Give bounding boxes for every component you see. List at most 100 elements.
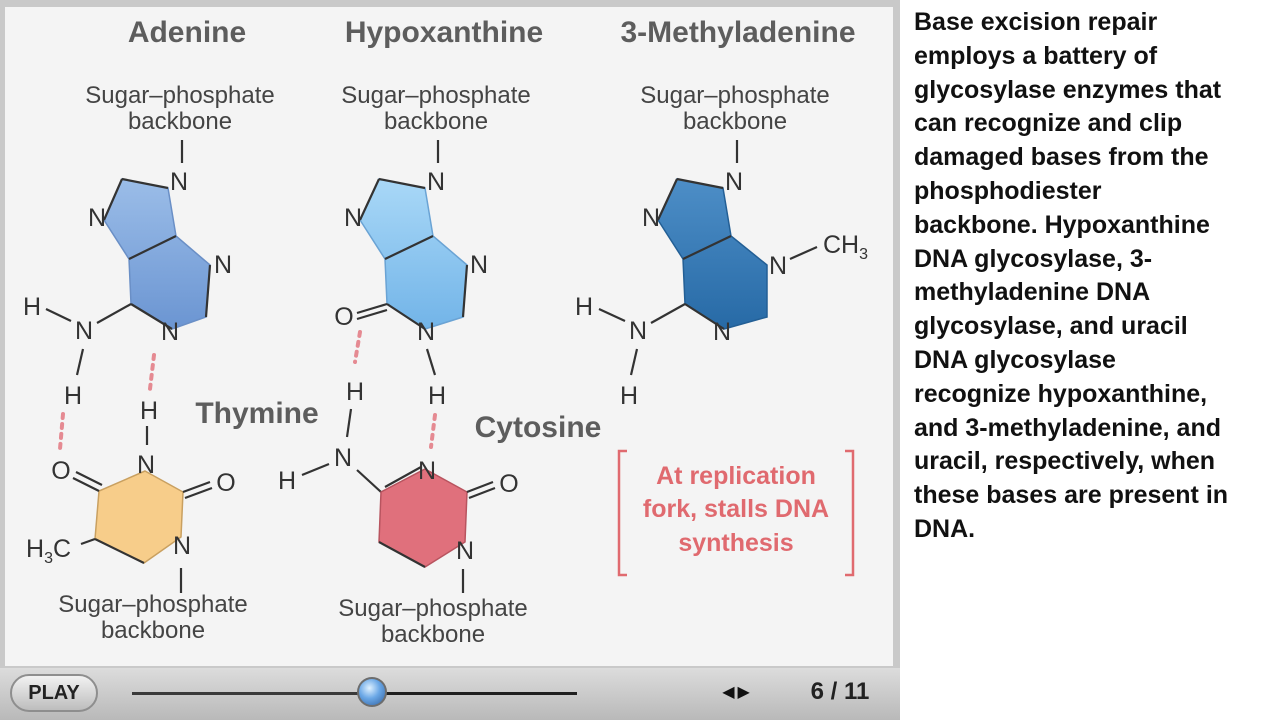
- svg-text:Sugar–phosphate: Sugar–phosphate: [58, 591, 248, 618]
- svg-text:H: H: [140, 397, 158, 425]
- svg-text:synthesis: synthesis: [678, 529, 793, 557]
- title-3-methyladenine: 3-Methyladenine: [620, 16, 855, 49]
- thymine-ring: [94, 470, 184, 564]
- player-controls: PLAY ◀ ▶ 6 / 11: [0, 668, 900, 720]
- svg-text:N: N: [214, 251, 232, 279]
- description-line: glycosylase enzymes that: [914, 75, 1222, 104]
- progress-slider-thumb[interactable]: [357, 677, 388, 707]
- methyladenine-ring: [657, 178, 768, 330]
- description-line: these bases are present in: [914, 481, 1229, 510]
- diagram-panel: Adenine Hypoxanthine 3-Methyladenine Sug…: [5, 7, 893, 666]
- methyladenine-structure: N N N N CH3 N H H: [575, 140, 868, 410]
- svg-text:Sugar–phosphate: Sugar–phosphate: [640, 82, 830, 109]
- svg-text:N: N: [334, 444, 352, 472]
- title-thymine: Thymine: [195, 397, 318, 430]
- svg-text:O: O: [499, 470, 518, 498]
- svg-text:fork, stalls DNA: fork, stalls DNA: [643, 495, 829, 523]
- note-bracket-left: [617, 449, 627, 577]
- svg-text:backbone: backbone: [683, 108, 787, 135]
- svg-text:H: H: [346, 378, 364, 406]
- progress-slider[interactable]: [132, 692, 577, 695]
- hydrogen-bond: [429, 413, 437, 449]
- description-line: methyladenine DNA: [914, 278, 1151, 307]
- replication-note: At replication fork, stalls DNA synthesi…: [617, 449, 855, 577]
- title-hypoxanthine: Hypoxanthine: [345, 16, 543, 49]
- page-counter: 6 / 11: [810, 678, 870, 705]
- adenine-ring: [103, 178, 211, 330]
- hypoxanthine-structure: N N N N O H: [334, 140, 488, 410]
- description-line: phosphodiester: [914, 176, 1102, 205]
- backbone-label-hypoxanthine: Sugar–phosphate backbone: [341, 82, 531, 135]
- description-line: DNA glycosylase: [914, 345, 1116, 374]
- description-line: can recognize and clip: [914, 109, 1183, 138]
- svg-text:N: N: [137, 451, 155, 479]
- svg-text:N: N: [170, 168, 188, 196]
- description-line: employs a battery of: [914, 41, 1158, 70]
- next-arrow-icon[interactable]: ▶: [737, 684, 750, 701]
- svg-text:N: N: [344, 204, 362, 232]
- thymine-structure: H N N O O H3C: [26, 397, 236, 593]
- title-adenine: Adenine: [128, 16, 246, 49]
- svg-text:H: H: [620, 382, 638, 410]
- svg-text:N: N: [417, 318, 435, 346]
- svg-text:N: N: [88, 204, 106, 232]
- description-line: damaged bases from the: [914, 143, 1209, 172]
- svg-text:backbone: backbone: [128, 108, 232, 135]
- description-line: and 3-methyladenine, and: [914, 413, 1222, 442]
- description-line: backbone. Hypoxanthine: [914, 210, 1210, 239]
- previous-arrow-icon[interactable]: ◀: [722, 684, 735, 701]
- slide-navigation: ◀ ▶: [716, 680, 756, 706]
- note-bracket-right: [845, 449, 855, 577]
- svg-text:backbone: backbone: [384, 108, 488, 135]
- backbone-label-3-methyladenine: Sugar–phosphate backbone: [640, 82, 830, 135]
- hydrogen-bond: [353, 330, 362, 364]
- svg-text:O: O: [216, 469, 235, 497]
- methyl-label-thymine: H3C: [26, 535, 71, 567]
- methyl-group-label: CH3: [823, 231, 868, 263]
- svg-text:N: N: [629, 317, 647, 345]
- description-line: glycosylase, and uracil: [914, 312, 1188, 341]
- backbone-label-thymine: Sugar–phosphate backbone: [58, 591, 248, 644]
- description-line: DNA.: [914, 514, 976, 543]
- svg-text:backbone: backbone: [381, 621, 485, 648]
- backbone-label-adenine: Sugar–phosphate backbone: [85, 82, 275, 135]
- svg-text:O: O: [51, 457, 70, 485]
- title-cytosine: Cytosine: [475, 411, 602, 444]
- hydrogen-bond: [148, 353, 156, 391]
- description-line: DNA glycosylase, 3-: [914, 244, 1153, 273]
- backbone-label-cytosine: Sugar–phosphate backbone: [338, 595, 528, 648]
- svg-text:Sugar–phosphate: Sugar–phosphate: [85, 82, 275, 109]
- hypoxanthine-ring: [359, 178, 468, 330]
- svg-text:H: H: [64, 382, 82, 410]
- animation-stage: Adenine Hypoxanthine 3-Methyladenine Sug…: [0, 0, 900, 720]
- svg-text:N: N: [470, 251, 488, 279]
- svg-text:N: N: [427, 168, 445, 196]
- svg-text:N: N: [642, 204, 660, 232]
- svg-text:N: N: [161, 318, 179, 346]
- svg-text:N: N: [418, 457, 436, 485]
- svg-text:H: H: [575, 293, 593, 321]
- description-line: Base excision repair: [914, 8, 1158, 36]
- play-button[interactable]: PLAY: [10, 674, 98, 712]
- svg-text:H: H: [278, 467, 296, 495]
- svg-text:N: N: [725, 168, 743, 196]
- cytosine-structure: H N H N N O: [278, 378, 519, 593]
- svg-text:N: N: [173, 532, 191, 560]
- svg-text:N: N: [75, 317, 93, 345]
- svg-text:N: N: [456, 537, 474, 565]
- base-pairing-diagram: Adenine Hypoxanthine 3-Methyladenine Sug…: [23, 16, 868, 648]
- description-line: recognize hypoxanthine,: [914, 379, 1208, 408]
- svg-text:N: N: [713, 318, 731, 346]
- hydrogen-bond: [58, 412, 65, 451]
- svg-text:At replication: At replication: [656, 462, 816, 490]
- svg-text:O: O: [334, 303, 353, 331]
- description-text: Base excision repair employs a battery of…: [914, 6, 1270, 547]
- svg-text:Sugar–phosphate: Sugar–phosphate: [338, 595, 528, 622]
- svg-text:Sugar–phosphate: Sugar–phosphate: [341, 82, 531, 109]
- progress-fill: [132, 692, 373, 695]
- svg-text:backbone: backbone: [101, 617, 205, 644]
- svg-text:N: N: [769, 252, 787, 280]
- description-line: uracil, respectively, when: [914, 447, 1216, 476]
- svg-text:H: H: [23, 293, 41, 321]
- adenine-structure: N N N N N H H: [23, 140, 232, 410]
